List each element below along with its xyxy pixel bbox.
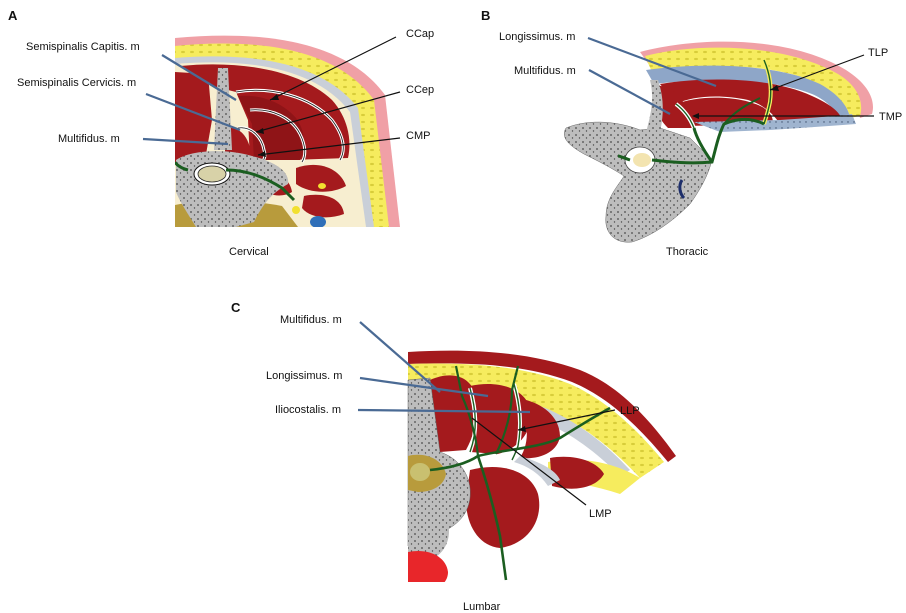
label-multifidus-c: Multifidus. m [280, 314, 342, 326]
label-multifidus-b: Multifidus. m [514, 65, 576, 77]
caption-lumbar: Lumbar [463, 601, 501, 613]
label-lmp: LMP [589, 508, 612, 520]
label-iliocostalis: Iliocostalis. m [275, 404, 341, 416]
label-semispinalis-cervicis: Semispinalis Cervicis. m [17, 77, 136, 89]
spinal-cord-b [633, 153, 651, 167]
vessel-blue [310, 216, 326, 228]
panel-c: C [231, 300, 676, 613]
label-ccap: CCap [406, 28, 434, 40]
caption-thoracic: Thoracic [666, 246, 709, 258]
label-cmp: CMP [406, 130, 430, 142]
thoracic-section [564, 42, 873, 243]
panel-a: A [8, 8, 434, 258]
label-tlp: TLP [868, 47, 888, 59]
psoas-muscle [466, 467, 539, 548]
panel-b: B [481, 8, 902, 258]
spinal-canal-c [410, 463, 430, 481]
label-tmp: TMP [879, 111, 902, 123]
aorta [408, 551, 448, 592]
label-longissimus-c: Longissimus. m [266, 370, 342, 382]
caption-cervical: Cervical [229, 246, 269, 258]
vessel-yellow [292, 206, 300, 214]
label-semispinalis-capitis: Semispinalis Capitis. m [26, 41, 140, 53]
thoracic-vertebra [564, 122, 712, 242]
label-llp: LLP [620, 405, 640, 417]
label-ccep: CCep [406, 84, 434, 96]
panel-b-letter: B [481, 8, 490, 23]
label-multifidus-a: Multifidus. m [58, 133, 120, 145]
spinal-cord [198, 166, 226, 182]
cervical-section [175, 36, 400, 228]
label-longissimus-b: Longissimus. m [499, 31, 575, 43]
panel-c-letter: C [231, 300, 241, 315]
panel-a-letter: A [8, 8, 18, 23]
